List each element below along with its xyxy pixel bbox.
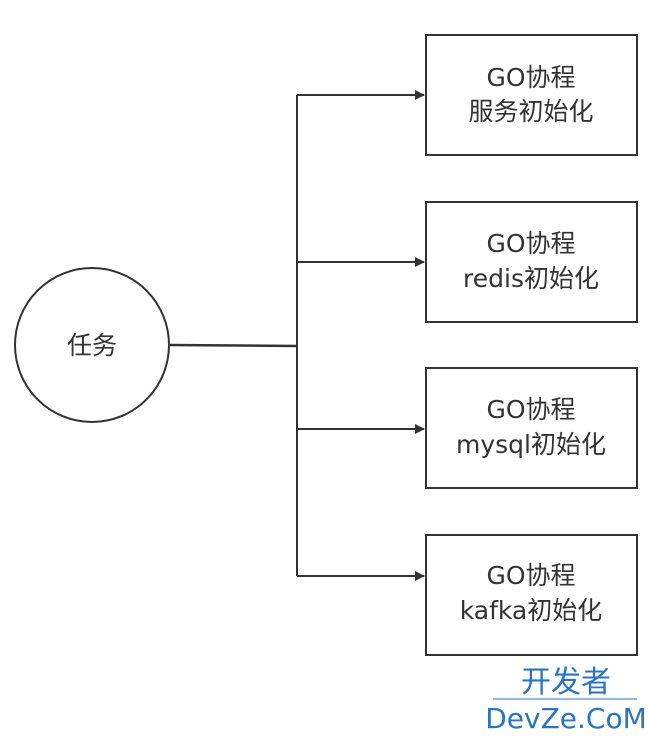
root-node[interactable]: 任务 bbox=[14, 267, 170, 423]
child-title: GO协程 bbox=[486, 229, 575, 258]
child-node-redis[interactable]: GO协程 redis初始化 bbox=[425, 201, 638, 323]
child-node-mysql[interactable]: GO协程 mysql初始化 bbox=[425, 367, 638, 489]
child-box bbox=[425, 534, 638, 656]
child-box bbox=[425, 34, 638, 156]
root-circle bbox=[14, 267, 170, 423]
root-connector bbox=[169, 343, 298, 348]
child-title: GO协程 bbox=[486, 395, 575, 424]
child-node-service[interactable]: GO协程 服务初始化 bbox=[425, 34, 638, 156]
root-label: 任务 bbox=[67, 331, 117, 360]
child-subtitle: mysql初始化 bbox=[456, 430, 606, 459]
child-subtitle: 服务初始化 bbox=[468, 97, 593, 126]
watermark: 开发者 DevZe.CoM bbox=[485, 665, 647, 735]
watermark-chinese: 开发者 bbox=[521, 665, 611, 700]
child-title: GO协程 bbox=[486, 63, 575, 92]
child-box bbox=[425, 367, 638, 489]
child-node-kafka[interactable]: GO协程 kafka初始化 bbox=[425, 534, 638, 656]
child-box bbox=[425, 201, 638, 323]
child-subtitle: redis初始化 bbox=[463, 264, 599, 293]
child-subtitle: kafka初始化 bbox=[460, 596, 603, 625]
child-title: GO协程 bbox=[486, 561, 575, 590]
watermark-domain: DevZe.CoM bbox=[485, 702, 647, 735]
